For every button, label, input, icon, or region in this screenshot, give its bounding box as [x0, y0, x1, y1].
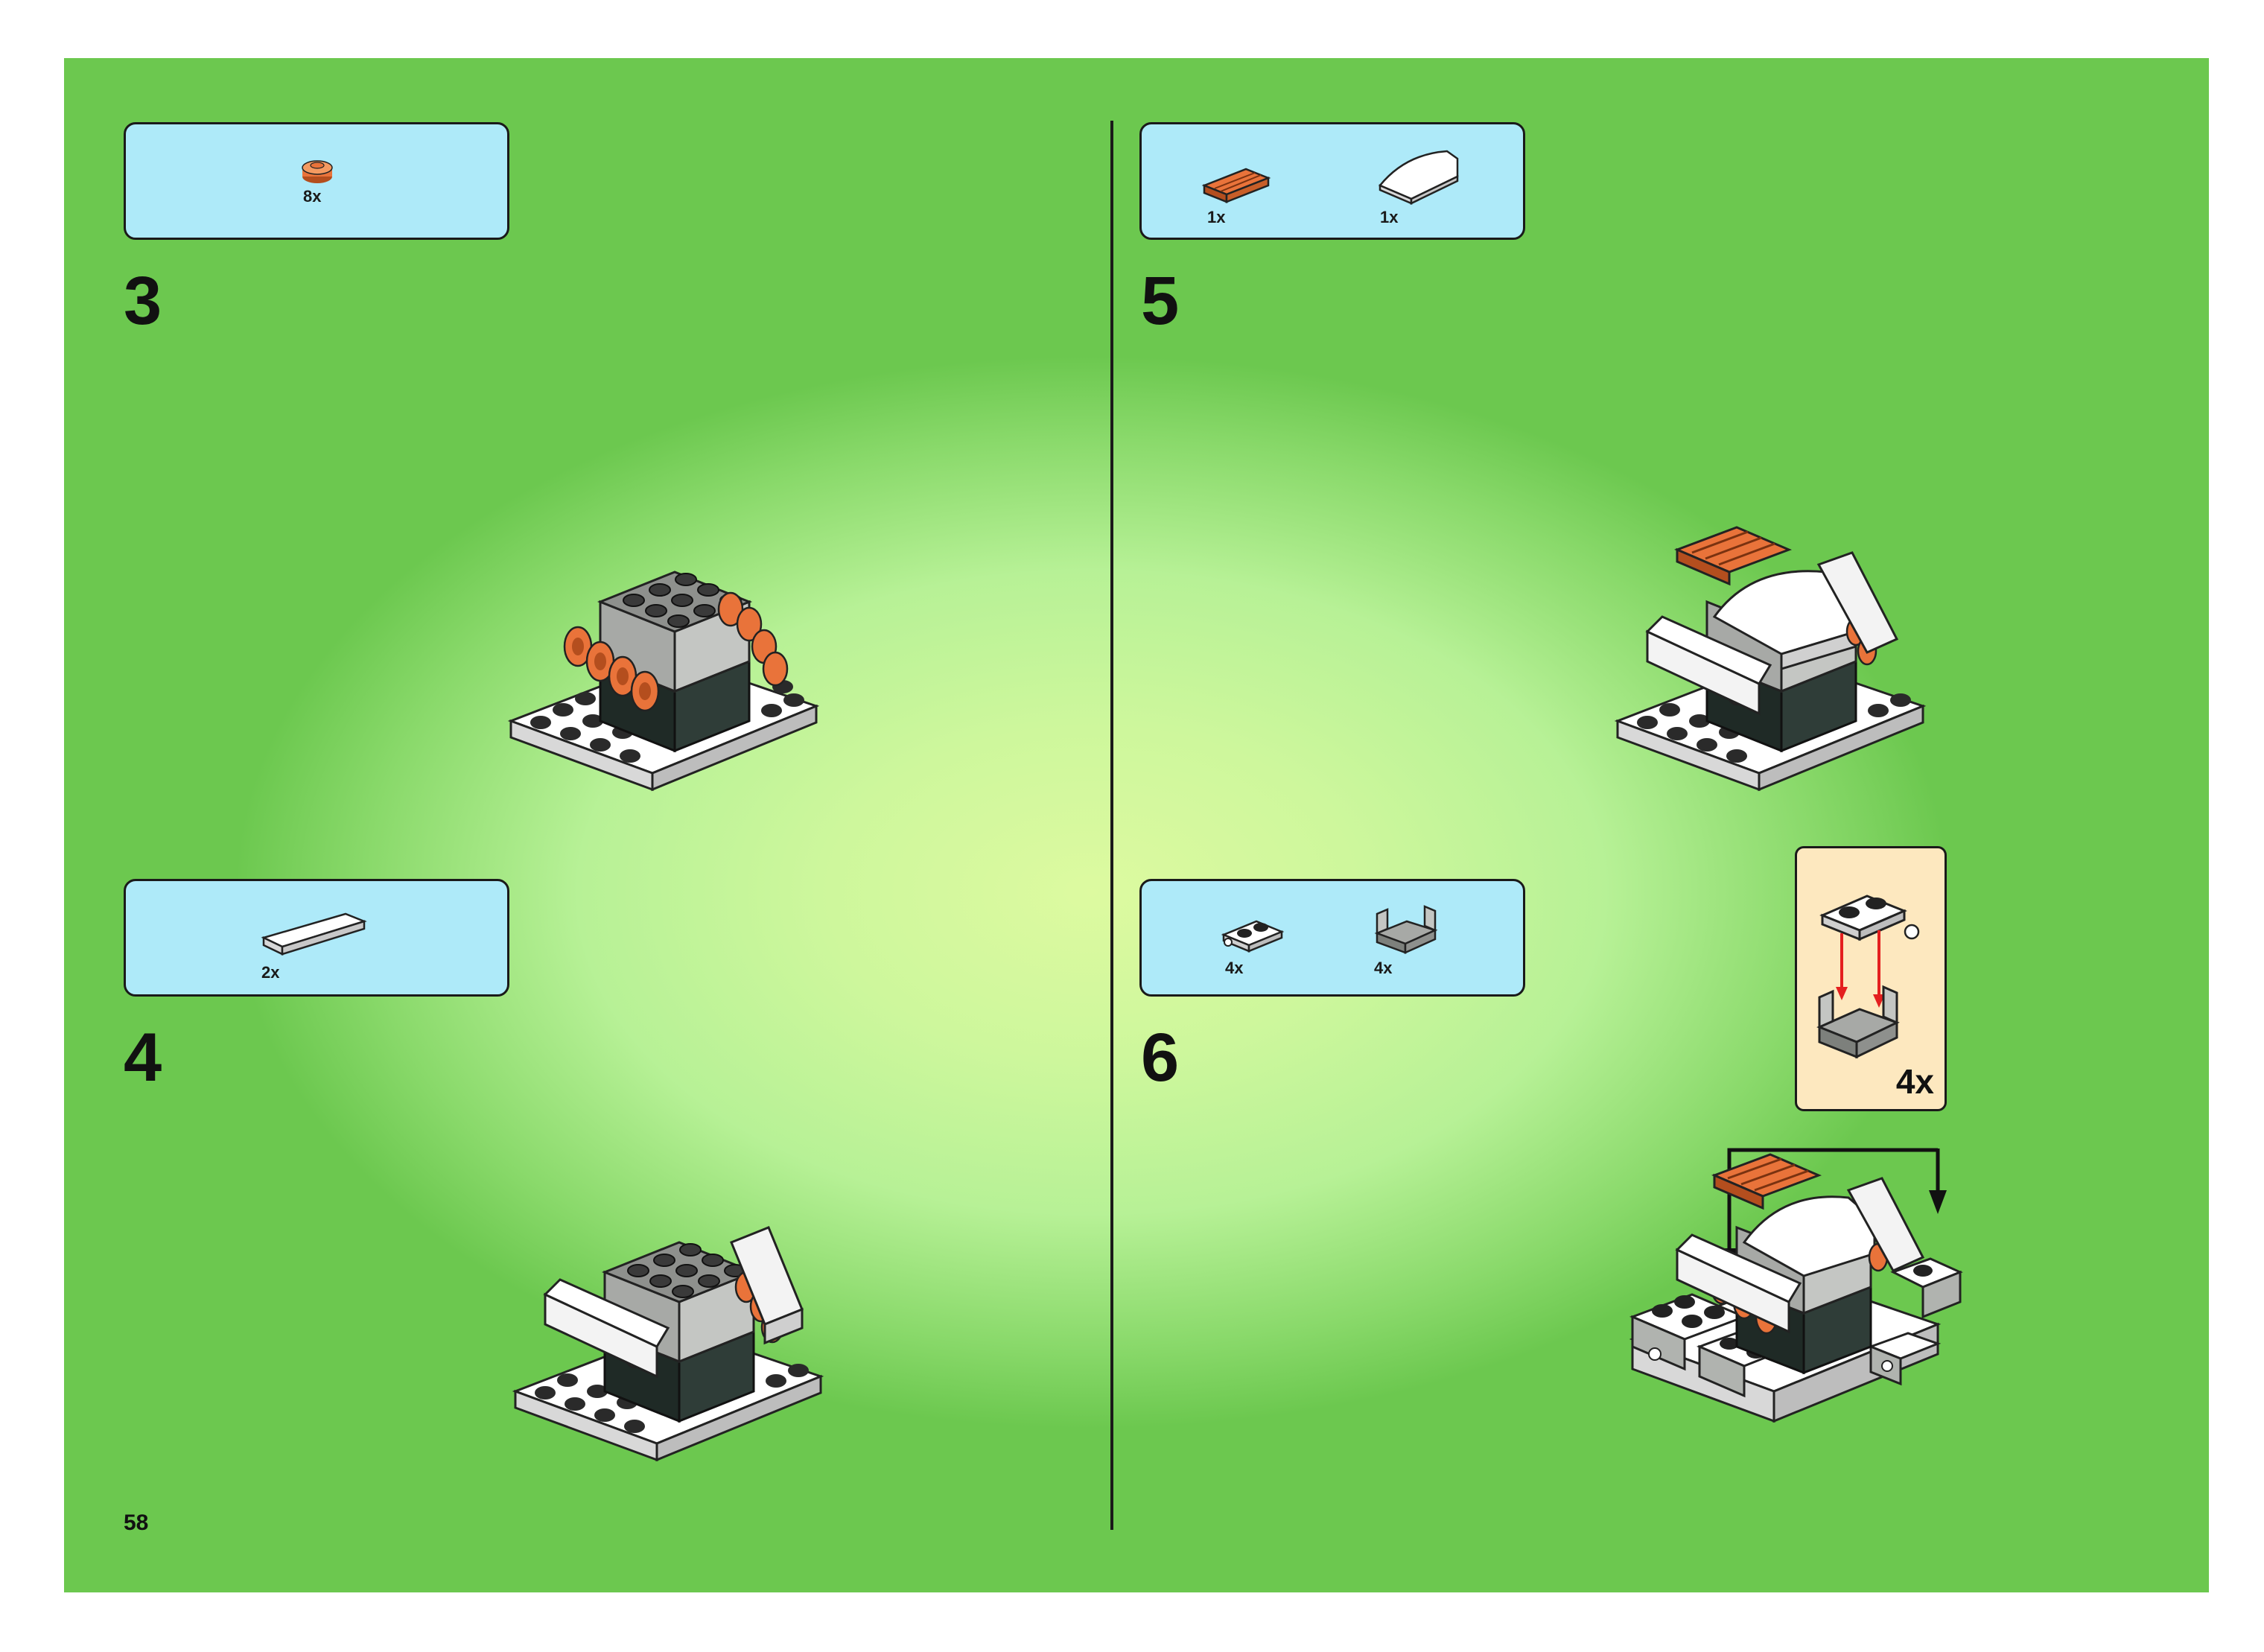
step-number-4: 4 — [124, 1020, 162, 1096]
part-qty: 8x — [303, 187, 322, 206]
part-qty: 1x — [1380, 208, 1399, 226]
step-number-6: 6 — [1141, 1020, 1180, 1096]
orange-grille-plate-icon — [1201, 168, 1271, 203]
step-number-5: 5 — [1141, 263, 1180, 339]
orange-round-plate-icon — [302, 160, 333, 183]
parts-box-step-3: 8x — [124, 122, 509, 240]
subassembly-callout: 4x — [1795, 846, 1947, 1111]
callout-qty: 4x — [1895, 1062, 1934, 1101]
parts-box-step-5: 1x 1x — [1139, 122, 1525, 240]
parts-box-step-4: 2x — [124, 879, 509, 997]
part-qty: 2x — [261, 963, 280, 982]
model-step-5 — [1614, 526, 1927, 792]
parts-box-step-6: 4x 4x — [1139, 879, 1525, 997]
model-step-6 — [1629, 1148, 1963, 1423]
model-step-4 — [512, 1226, 824, 1462]
column-divider — [1110, 121, 1113, 1530]
gray-bracket-icon — [1374, 905, 1438, 954]
step-number-3: 3 — [124, 263, 162, 339]
part-qty: 1x — [1207, 208, 1226, 226]
part-qty: 4x — [1225, 959, 1244, 977]
part-qty: 4x — [1374, 959, 1393, 977]
model-step-3 — [507, 571, 820, 792]
subassembly-diagram — [1816, 895, 1920, 1059]
white-curved-slope-icon — [1378, 150, 1459, 205]
instruction-page: 8x 3 — [64, 58, 2209, 1592]
white-tile-icon — [261, 912, 367, 956]
black-stud-plate-icon — [1221, 920, 1285, 953]
page-number: 58 — [124, 1510, 149, 1535]
